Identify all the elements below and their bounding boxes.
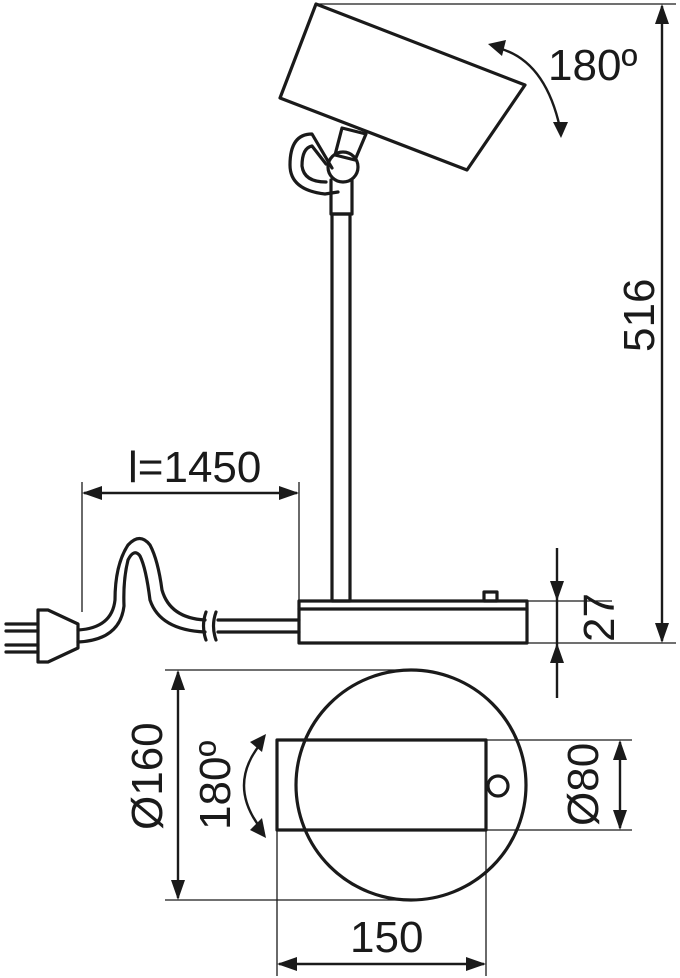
pivot-joint [326, 150, 360, 184]
lamp-stem [330, 212, 352, 603]
head-diameter-arrow-top [613, 740, 627, 760]
base-height-arrow-bottom [550, 643, 564, 663]
power-cable [76, 536, 301, 632]
head-length-arrow-right [466, 957, 486, 971]
lamp-base [297, 599, 529, 645]
head-rotation-arrowhead-top [488, 40, 506, 56]
head-diameter-label: Ø80 [559, 743, 608, 826]
head-length-label: 150 [350, 913, 423, 962]
joint-bracket-inner [300, 144, 328, 184]
head-rotation-arrowhead-bottom [553, 122, 568, 138]
power-cable-inner [76, 551, 301, 644]
stem-collar [329, 178, 354, 216]
height-label: 516 [615, 279, 664, 352]
cable-length-label: l=1450 [128, 443, 261, 492]
base-height-label: 27 [575, 593, 624, 642]
head-rotation-arc [497, 46, 562, 129]
base-height-arrow-top [550, 581, 564, 601]
base-circle [294, 668, 528, 902]
cable-arrow-left [82, 486, 102, 500]
head-diameter-arrow-bottom [613, 810, 627, 830]
height-arrow-top [655, 4, 669, 24]
top-view: Ø160 180º Ø80 150 [123, 668, 632, 976]
joint-bracket [288, 132, 340, 196]
head-length-arrow-left [277, 957, 297, 971]
base-diameter-label: Ø160 [123, 722, 172, 830]
cable-arrow-right [279, 486, 299, 500]
top-rotation-arc [242, 741, 263, 831]
power-plug [36, 608, 80, 664]
switch-nub [482, 590, 499, 603]
height-arrow-bottom [655, 623, 669, 643]
switch-top [486, 774, 510, 798]
top-rotation-arrowhead-top [250, 734, 266, 752]
head-rotation-label: 180º [548, 41, 637, 90]
cable-break-mark [201, 610, 218, 642]
side-view: 180º 516 l=1450 27 [4, 2, 676, 698]
base-diameter-arrow-top [171, 670, 185, 690]
top-rotation-arrowhead-bottom [250, 818, 266, 838]
top-rotation-label: 180º [191, 741, 240, 830]
lamp-head [278, 2, 527, 172]
head-top-rect [275, 738, 488, 832]
base-diameter-arrow-bottom [171, 880, 185, 900]
